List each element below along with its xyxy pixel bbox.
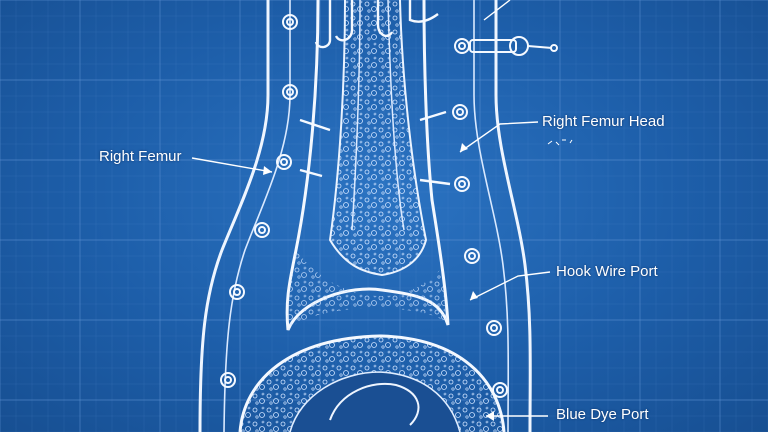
label-blue-dye-port: Blue Dye Port [556,406,649,423]
hook-wires [299,0,451,186]
leader-arrowheads [263,143,494,421]
cortical-bone-region [287,250,448,330]
femur-head-core [329,383,420,426]
femur-shaft-outline [285,0,450,331]
inner-canal-line [351,0,405,231]
label-hook-wire-port: Hook Wire Port [556,263,658,280]
leader-lines [191,0,551,417]
femur-head-inner [289,371,461,432]
fixation-pegs [220,14,508,398]
label-right-femur: Right Femur [99,148,182,165]
side-handle [469,36,558,56]
holder-outer-wall [198,0,532,432]
label-right-femur-head: Right Femur Head [542,113,665,130]
annotation-marks [547,139,573,146]
holder-inner-wall [223,0,510,432]
